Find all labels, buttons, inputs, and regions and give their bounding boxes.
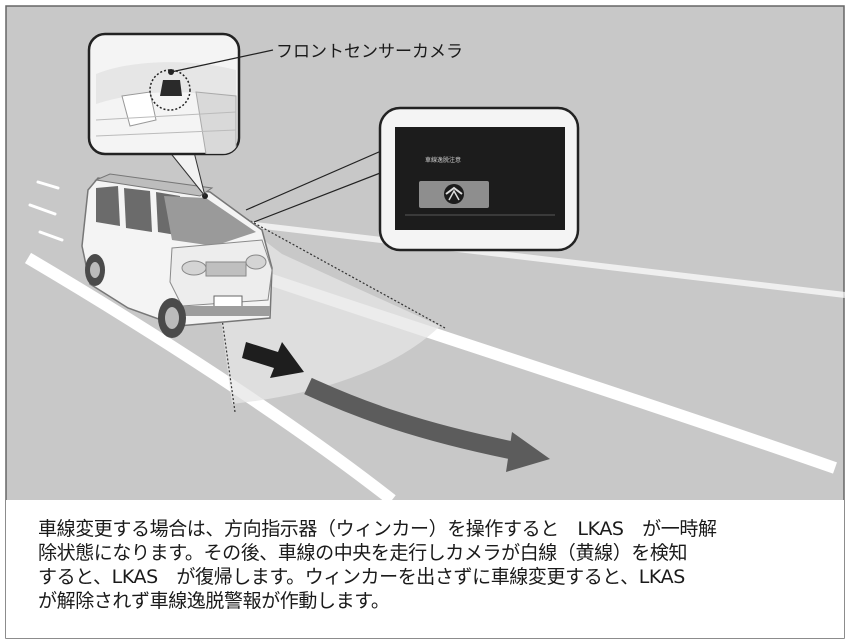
inset-pillar bbox=[195, 91, 237, 154]
caption: 車線変更する場合は、方向指示器（ウィンカー）を操作すると LKAS が一時解 除… bbox=[38, 517, 846, 613]
car-windshield bbox=[164, 196, 256, 246]
departure-arrow-straight bbox=[242, 342, 304, 378]
display-leader-line-1 bbox=[245, 147, 389, 211]
car-wheel-rear-hub bbox=[90, 262, 100, 278]
car-headlight-left bbox=[181, 260, 207, 276]
car-side-window-2 bbox=[124, 188, 152, 232]
lane-departure-warning-icon bbox=[444, 184, 464, 204]
display-screen bbox=[395, 127, 565, 230]
caption-area bbox=[6, 500, 844, 638]
display-inset: 車線逸脱注意 bbox=[378, 106, 580, 252]
lane-line-far bbox=[229, 219, 846, 298]
car-side-window bbox=[96, 186, 120, 226]
return-arrow-curved bbox=[304, 377, 550, 472]
car-bumper bbox=[180, 306, 270, 316]
caption-line: 車線変更する場合は、方向指示器（ウィンカー）を操作すると LKAS が一時解 bbox=[38, 518, 717, 540]
display-warning-text: 車線逸脱注意 bbox=[425, 156, 461, 164]
caption-line: すると、LKAS が復帰します。ウィンカーを出さずに車線変更すると、LKAS bbox=[38, 566, 685, 588]
caption-line: が解除されず車線逸脱警報が作動します。 bbox=[38, 590, 390, 612]
caption-line: 除状態になります。その後、車線の中央を走行しカメラが白線（黄線）を検知 bbox=[38, 542, 688, 564]
car bbox=[81, 173, 273, 338]
car-headlight-right bbox=[245, 254, 267, 270]
car-wheel-front-left-hub bbox=[165, 307, 179, 329]
display-leader-line-2 bbox=[253, 169, 389, 223]
car-roof bbox=[94, 173, 214, 197]
camera-inset bbox=[87, 32, 241, 197]
camera-label: フロントセンサーカメラ bbox=[276, 42, 463, 62]
camera-label-leader bbox=[170, 49, 274, 73]
front-sensor-camera-icon bbox=[160, 80, 182, 96]
car-grille bbox=[205, 261, 247, 277]
lane-line-left bbox=[24, 252, 396, 505]
motion-streaks bbox=[28, 180, 64, 242]
